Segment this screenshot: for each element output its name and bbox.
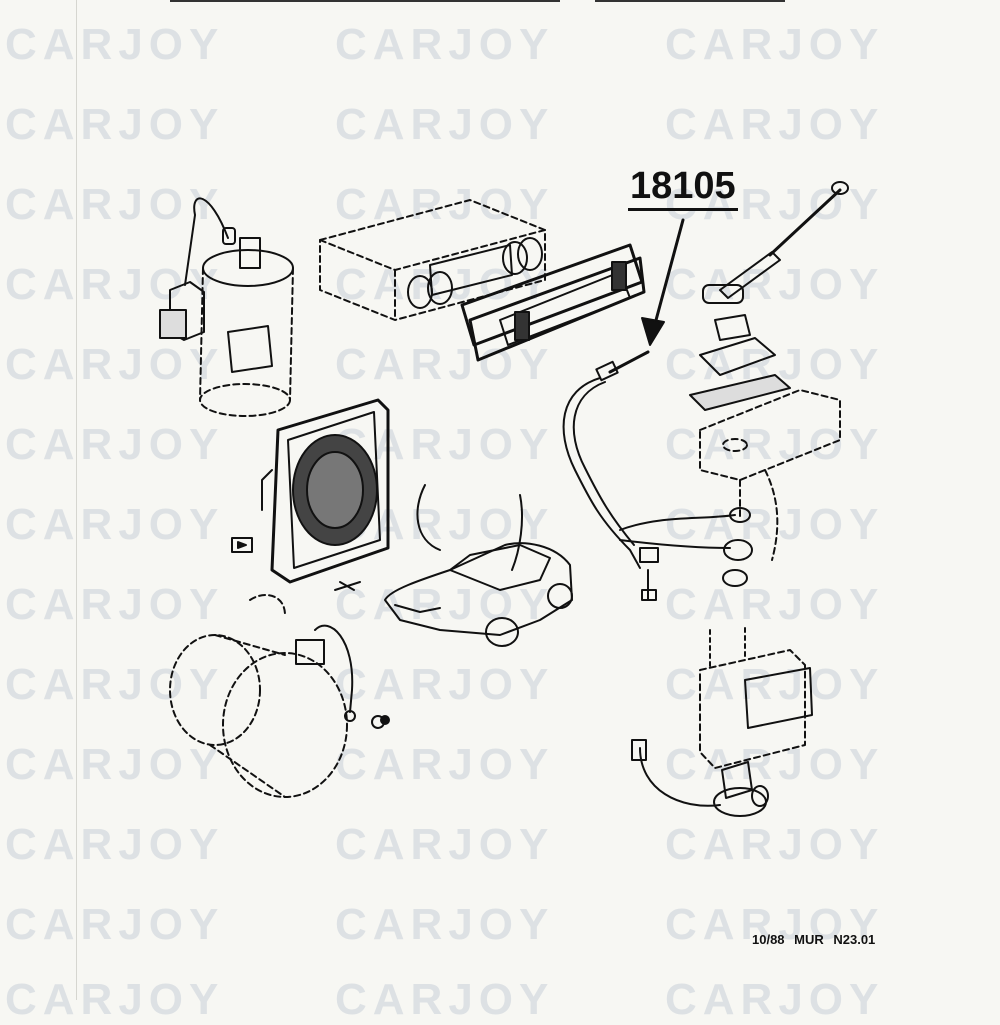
- car-outline-illustration: [384, 484, 573, 647]
- alternator-illustration: [169, 594, 390, 798]
- speaker-illustration: [261, 398, 390, 591]
- ignition-coil-illustration: [159, 197, 294, 417]
- top-border-line: [170, 0, 560, 2]
- antenna-mast-illustration: [689, 181, 849, 411]
- radio-bezel-frame-illustration: [460, 243, 646, 362]
- binding-margin-line: [76, 0, 77, 1000]
- radio-faceplate-knobs: [407, 237, 543, 309]
- top-border-line: [595, 0, 785, 2]
- radio-head-unit-illustration: [319, 199, 546, 321]
- connector-clip-illustration: [231, 537, 253, 553]
- drawing-reference-code: 10/88 MUR N23.01: [752, 932, 876, 947]
- part-number-leader-arrow: [641, 218, 685, 346]
- part-number-label: 18105: [628, 164, 738, 211]
- suppressor-box-illustration: [631, 627, 813, 817]
- antenna-cable-illustration: [562, 350, 753, 601]
- exploded-parts-drawing: [159, 181, 849, 817]
- body-panel-illustration: [699, 389, 841, 561]
